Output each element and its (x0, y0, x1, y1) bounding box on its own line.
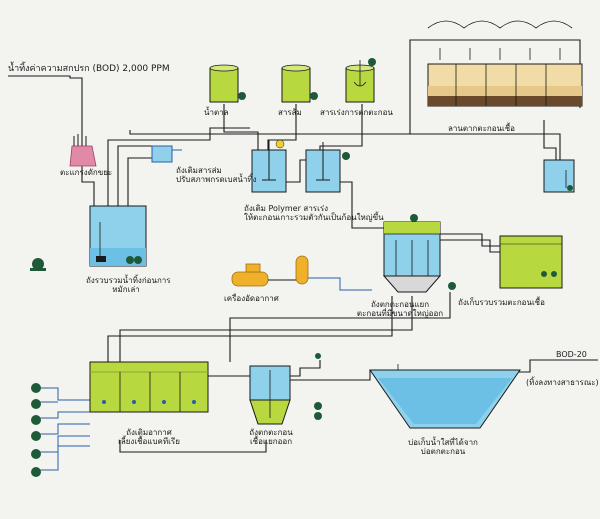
outlet-note-label: (ทิ้งลงทางสาธารณะ) (526, 378, 599, 387)
final-clarifier-label-line1: ถังตกตะกอน (249, 428, 293, 437)
pump-equalization (30, 258, 46, 271)
aeration-label-line2: เลี้ยงเชื้อแบคทีเรีย (118, 437, 180, 447)
equalization-label: ถังรวบรวมน้ำทิ้งก่อนการ หมักเล่า (86, 276, 171, 295)
pond-label-line1: บ่อเก็บน้ำใสที่ได้จาก (408, 438, 478, 447)
sludge-holding-label: ถังเก็บรวบรวมตะกอนเชื้อ (458, 298, 545, 307)
chem-tank-alum (281, 64, 318, 103)
ph-adjust-tank (251, 139, 287, 193)
ph-tank-label: ถังเติมสารส่ม ปรับสภาพกรดเบสน้ำทิ้ง (176, 166, 257, 184)
chem-tank-coagulant (345, 58, 376, 103)
polymer-tank (305, 142, 350, 193)
feeder-label: ตะแกรงดักขยะ (60, 168, 113, 177)
clarifier-label-line1: ถังตกตะกอนแยก (370, 300, 430, 309)
final-clarifier-label: ถังตกตะกอน เชื้อแยกออก (236, 428, 306, 446)
chem-sugar-label: น้ำตาล (204, 108, 229, 117)
dosing-box (151, 145, 182, 163)
sludge-bed-label: ลานตากตะกอนเชื้อ (448, 124, 515, 133)
pond-label-line2: บ่อตกตะกอน (420, 447, 466, 457)
air-compressor (231, 255, 309, 287)
clarifier-label-line2: ตะกอนที่มีขนาดใหญ่ออก (356, 309, 444, 319)
ph-tank-label-line1: ถังเติมสารส่ม (176, 166, 222, 175)
pipe-network (8, 39, 598, 453)
final-clarifier-label-line2: เชื้อแยกออก (249, 437, 293, 447)
sludge-holding-tank (499, 235, 563, 289)
aeration-label: ถังเติมอากาศ เลี้ยงเชื้อแบคทีเรีย (104, 428, 194, 446)
inlet-label: น้ำทิ้งค่าความสกปรก (BOD) 2,000 PPM (8, 64, 170, 74)
sludge-drying-bed (427, 20, 583, 107)
chem-alum-label: สารส้ม (278, 108, 302, 117)
chem-coagulant-label: สารเร่งการตกตะกอน (320, 108, 393, 117)
pond-label: บ่อเก็บน้ำใสที่ได้จาก บ่อตกตะกอน (398, 438, 488, 456)
final-clarifier (249, 353, 322, 425)
polymer-tank-label: ถังเติม Polymer สารเร่ง ให้ตะกอนเกาะรวมต… (244, 204, 384, 222)
outfall-pond (369, 364, 521, 429)
equalization-tank (89, 205, 147, 267)
primary-clarifier (382, 214, 456, 293)
chem-tank-sugar (209, 64, 246, 103)
air-compressor-label: เครื่องอัดอากาศ (224, 294, 279, 303)
blower-stack (31, 383, 41, 477)
equalization-label-line1: ถังรวบรวมน้ำทิ้งก่อนการ (86, 276, 171, 285)
polymer-tank-label-line2: ให้ตะกอนเกาะรวมตัวกันเป็นก้อนใหญ่ขึ้น (244, 213, 384, 223)
ph-tank-label-line2: ปรับสภาพกรดเบสน้ำทิ้ง (176, 175, 257, 185)
polymer-tank-label-line1: ถังเติม Polymer สารเร่ง (244, 204, 329, 213)
aeration-label-line1: ถังเติมอากาศ (126, 428, 172, 437)
equalization-label-line2: หมักเล่า (112, 285, 140, 295)
clarifier-label: ถังตกตะกอนแยก ตะกอนที่มีขนาดใหญ่ออก (350, 300, 450, 318)
outlet-bod-label: BOD-20 (556, 350, 587, 359)
filtrate-tank (543, 159, 575, 193)
screen-feeder (69, 134, 97, 167)
aeration-tank (89, 361, 209, 413)
